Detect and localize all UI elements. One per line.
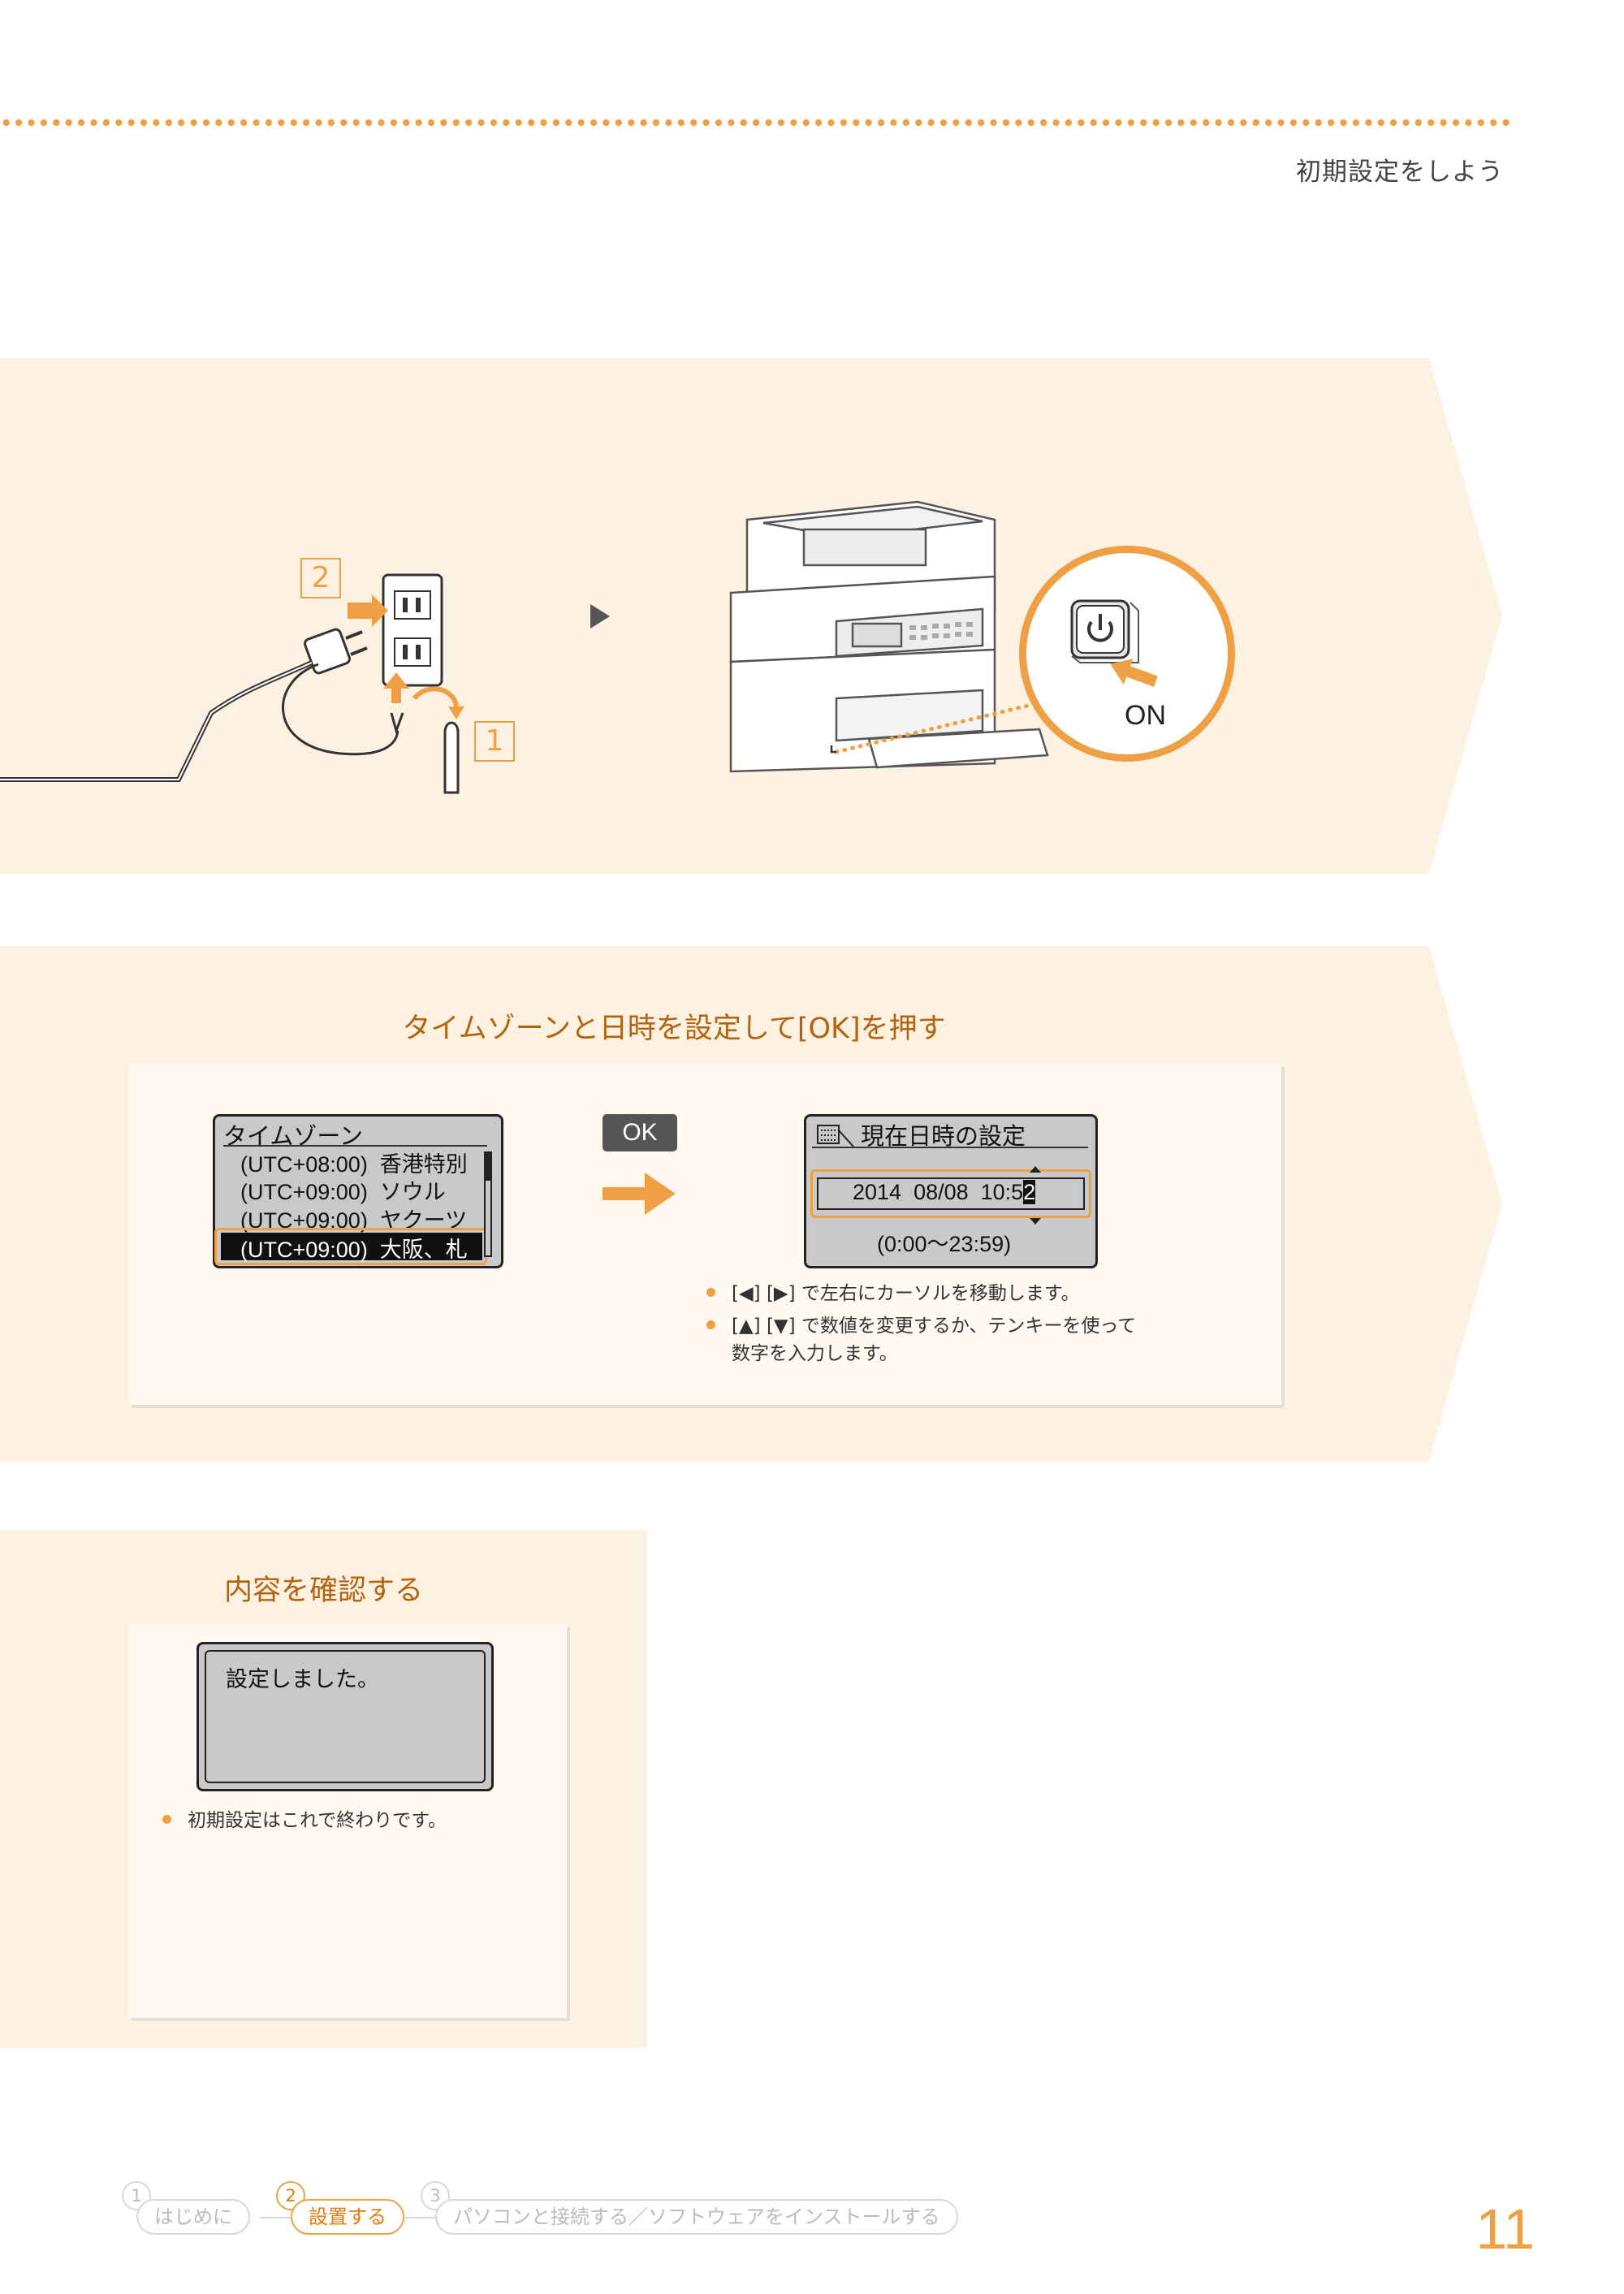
datetime-range: (0:00～23:59)	[877, 1232, 1012, 1256]
timezone-row[interactable]: (UTC+09:00) ソウル	[240, 1180, 446, 1204]
timezone-row-selected[interactable]	[221, 1233, 482, 1260]
datetime-title-underline	[812, 1147, 1088, 1148]
step2-title: タイムゾーンと日時を設定して[OK]を押す	[402, 1013, 946, 1045]
next-arrow-icon	[590, 604, 610, 629]
confirm-screen	[197, 1642, 494, 1791]
step-label-2: 2	[300, 558, 341, 598]
bullet-text: [◀] [▶] で左右にカーソルを移動します。	[732, 1283, 1080, 1304]
right-arrow-icon	[603, 1173, 676, 1215]
bullet-item: 初期設定はこれで終わりです。	[162, 1807, 447, 1834]
bullet-dot	[162, 1815, 171, 1824]
chevron-arrow-icon	[1380, 946, 1502, 1462]
printer-illustration	[729, 500, 1049, 773]
settings-icon	[817, 1125, 854, 1147]
timezone-row[interactable]: (UTC+08:00) 香港特別	[240, 1152, 468, 1177]
datetime-input[interactable]	[817, 1177, 1085, 1210]
up-down-arrows-icon	[1030, 1166, 1041, 1225]
nav-step-number: 2	[276, 2181, 305, 2210]
power-icon	[1070, 599, 1158, 687]
chevron-arrow-icon	[1332, 946, 1492, 1462]
nav-step-2-current[interactable]: 設置する	[291, 2199, 404, 2235]
bullet-dot	[706, 1320, 715, 1329]
nav-step-1[interactable]: はじめに	[136, 2199, 250, 2235]
step-label-1: 1	[474, 721, 515, 762]
confirm-screen-inner	[205, 1650, 486, 1783]
bullet-text: [▲] [▼] で数値を変更するか、テンキーを使って	[732, 1315, 1137, 1337]
timezone-row-selected-label: (UTC+09:00) 大阪、札	[240, 1238, 468, 1262]
nav-connector	[260, 2217, 292, 2218]
page-number: 11	[1475, 2197, 1535, 2261]
nav-step-3[interactable]: パソコンと接続する／ソフトウェアをインストールする	[435, 2199, 958, 2235]
bullet-dot	[706, 1288, 715, 1297]
datetime-value-text: 2014 08/08 10:5	[853, 1180, 1024, 1204]
datetime-cursor-digit[interactable]: 2	[1023, 1180, 1036, 1204]
scrollbar-thumb[interactable]	[486, 1151, 490, 1181]
dotted-divider	[0, 119, 1510, 127]
datetime-value: 2014 08/08 10:52	[853, 1180, 1036, 1205]
chevron-arrow-icon	[1332, 358, 1492, 874]
datetime-screen-title: 現在日時の設定	[861, 1122, 1026, 1150]
chevron-arrow-icon	[1380, 358, 1502, 874]
step3-title: 内容を確認する	[223, 1575, 423, 1607]
power-plug-illustration	[0, 573, 464, 794]
bullet-item: [▲] [▼] で数値を変更するか、テンキーを使って	[706, 1312, 1136, 1340]
bullet-text: 初期設定はこれで終わりです。	[188, 1810, 447, 1831]
on-label: ON	[1125, 700, 1166, 731]
timezone-title-underline	[223, 1145, 487, 1147]
confirm-message: 設定しました。	[226, 1667, 379, 1692]
nav-connector	[403, 2217, 435, 2218]
section-title: 初期設定をしよう	[1296, 158, 1504, 187]
bullet-text: 数字を入力します。	[732, 1343, 898, 1364]
datetime-field-highlight	[810, 1169, 1091, 1218]
bullet-continuation: 数字を入力します。	[732, 1340, 898, 1367]
ok-button[interactable]: OK	[603, 1114, 677, 1151]
bullet-item: [◀] [▶] で左右にカーソルを移動します。	[706, 1280, 1080, 1307]
